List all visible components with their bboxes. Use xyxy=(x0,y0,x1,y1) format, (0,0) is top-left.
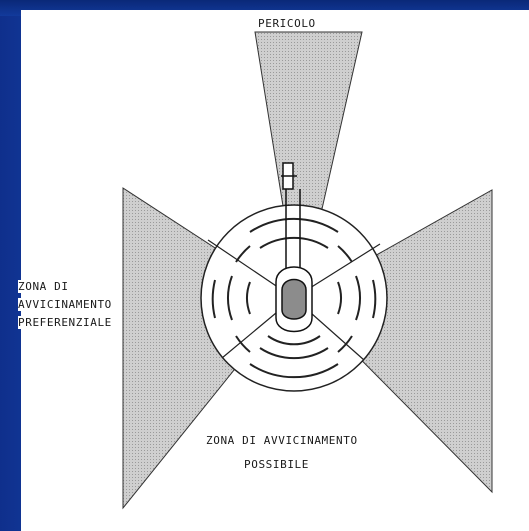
rotor-blade-arcs xyxy=(211,217,377,379)
danger-label: PERICOLO xyxy=(258,17,316,30)
preferred-zone-label-line3: PREFERENZIALE xyxy=(18,316,112,329)
left-approach-zone xyxy=(122,187,293,510)
preferred-zone-label-line1: ZONA DI xyxy=(18,280,69,293)
preferred-zone-label-line2: AVVICINAMENTO xyxy=(18,298,112,311)
possible-zone-label-line1: ZONA DI AVVICINAMENTO xyxy=(206,434,358,447)
helicopter-icon xyxy=(275,162,313,333)
right-approach-zone xyxy=(299,189,493,494)
possible-zone-label-line2: POSSIBILE xyxy=(244,458,310,471)
